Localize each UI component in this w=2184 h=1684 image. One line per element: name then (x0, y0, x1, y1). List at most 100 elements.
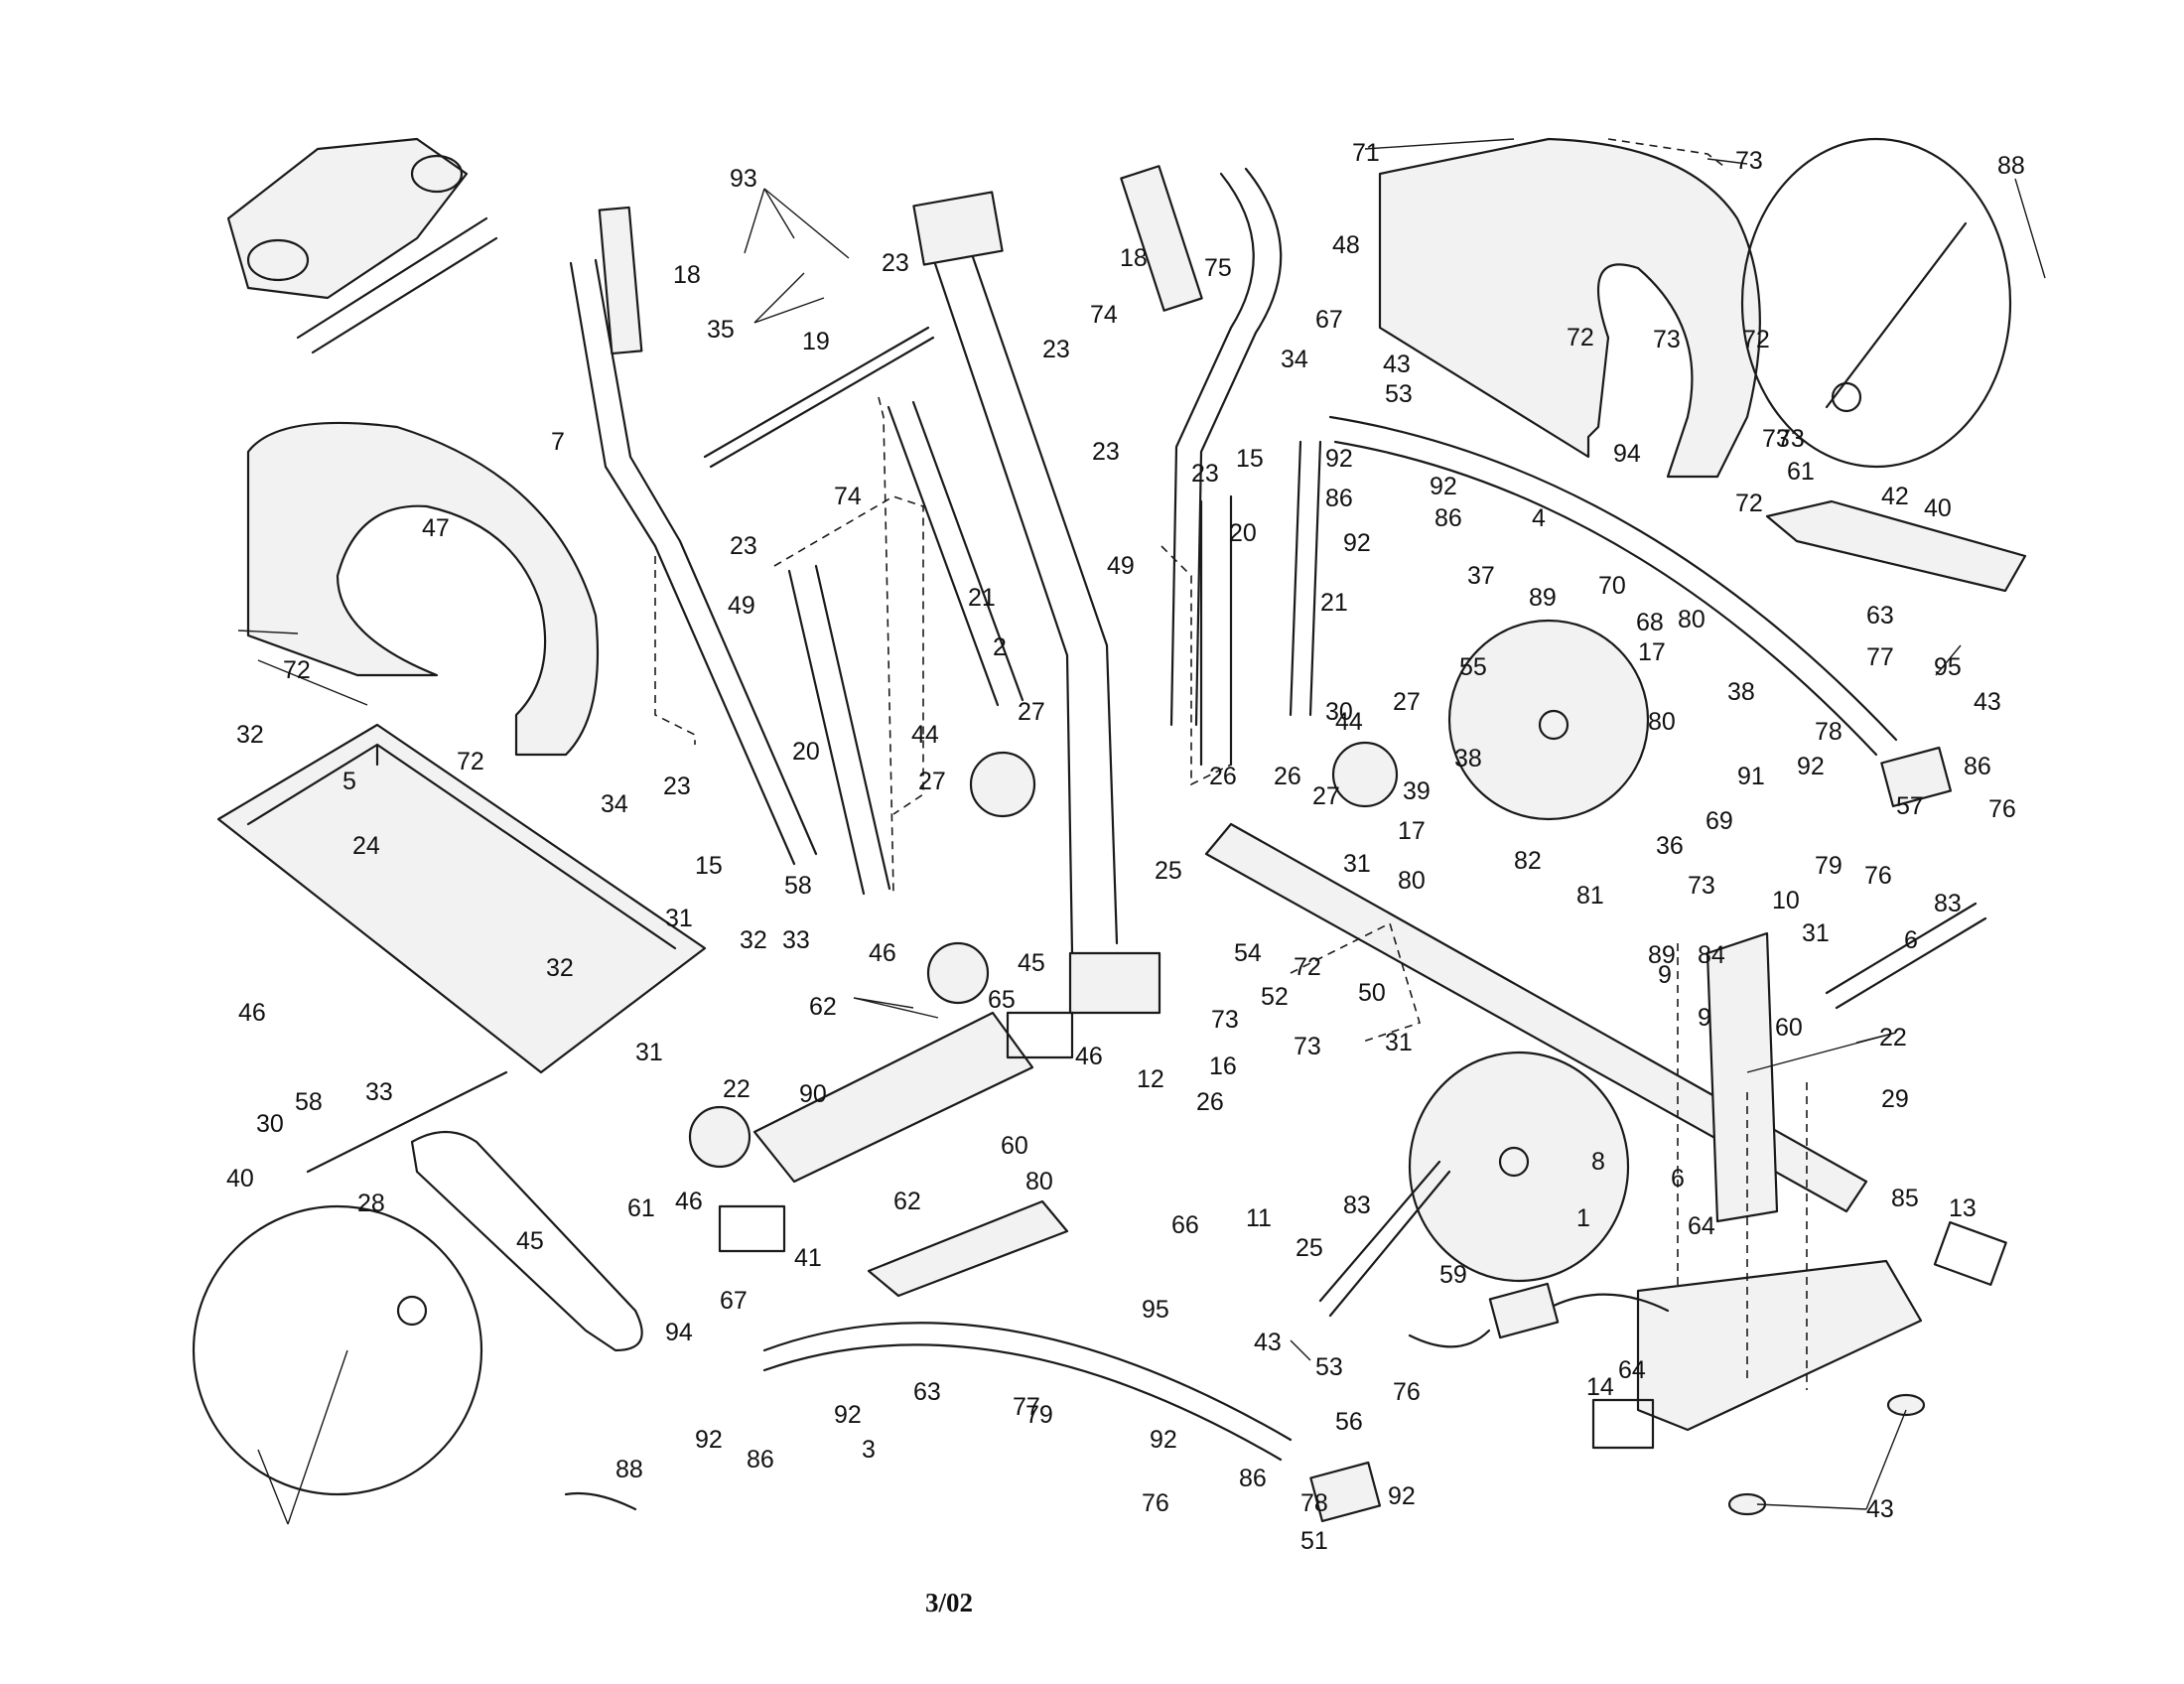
callout: 31 (1385, 1029, 1413, 1056)
callout: 73 (1688, 872, 1715, 900)
callout: 51 (1300, 1527, 1328, 1555)
callout: 76 (1393, 1378, 1421, 1406)
rear-upright (1706, 931, 1779, 1223)
crank-part-6-lower (1318, 1160, 1451, 1318)
pulley-hub (1498, 1146, 1530, 1178)
callout: 34 (1281, 346, 1308, 373)
leader (287, 1349, 348, 1525)
callout: 92 (1388, 1482, 1416, 1510)
callout: 18 (1120, 244, 1148, 272)
callout: 93 (730, 165, 757, 193)
leader (763, 188, 850, 259)
callout: 53 (1385, 380, 1413, 408)
front-stabilizer-part-90 (752, 1011, 1034, 1184)
main-frame-part-1 (1204, 822, 1868, 1213)
flywheel-part-37 (1447, 619, 1650, 821)
callout: 62 (893, 1188, 921, 1215)
end-assembly-57 (1880, 746, 1953, 808)
callout: 70 (1598, 572, 1626, 600)
callout: 68 (1636, 609, 1664, 636)
left-shield-hub (396, 1295, 428, 1327)
callout: 28 (357, 1190, 385, 1217)
right-shroud-part-48 (1378, 137, 1761, 479)
leader (753, 272, 805, 324)
callout: 40 (226, 1165, 254, 1193)
callout: 52 (1261, 983, 1289, 1011)
callout: 30 (256, 1110, 284, 1138)
wire-51 (564, 1491, 637, 1511)
main-post-part-2 (921, 226, 1119, 955)
callout: 67 (720, 1287, 748, 1315)
callout: 50 (1358, 979, 1386, 1007)
callout: 80 (1648, 708, 1676, 736)
callout: 76 (1988, 795, 2016, 823)
callout: 81 (1576, 882, 1604, 910)
leader (853, 997, 939, 1019)
wheel-45-upper (926, 941, 990, 1005)
callout: 15 (695, 852, 723, 880)
callout: 85 (1891, 1185, 1919, 1212)
end-assembly-56 (1309, 1461, 1382, 1523)
callout: 78 (1815, 718, 1843, 746)
assembly-line-73 (1607, 138, 1728, 170)
callout: 27 (1312, 782, 1340, 810)
leader-lines (237, 138, 2046, 1525)
callout: 26 (1274, 763, 1301, 790)
callout: 64 (1618, 1356, 1646, 1384)
callout: 54 (1234, 939, 1262, 967)
callout: 92 (1343, 529, 1371, 557)
date-stamp: 3/02 (925, 1588, 973, 1617)
left-side-shield-part-40 (192, 1204, 483, 1496)
console-cupholder-left (246, 238, 310, 282)
axle-29 (306, 1070, 508, 1174)
callout: 9 (1658, 961, 1672, 989)
callout: 83 (1934, 890, 1962, 917)
tube-19 (703, 326, 930, 459)
callout: 95 (1142, 1296, 1169, 1324)
callout: 72 (1742, 326, 1770, 353)
callout: 94 (665, 1319, 693, 1346)
callout: 27 (918, 768, 946, 795)
callout: 53 (1315, 1353, 1343, 1381)
callout: 60 (1001, 1132, 1028, 1160)
callout: 36 (1656, 832, 1684, 860)
arm-20-left (787, 564, 891, 896)
callout: 30 (1325, 698, 1353, 726)
callout: 25 (1296, 1234, 1323, 1262)
callout: 15 (1236, 445, 1264, 473)
callout: 45 (516, 1227, 544, 1255)
callout: 25 (1155, 857, 1182, 885)
leader (1756, 1503, 1867, 1510)
front-frame-part-5 (216, 723, 707, 1074)
callout: 26 (1209, 763, 1237, 790)
callout: 3 (862, 1436, 876, 1464)
callout: 32 (236, 721, 264, 749)
console-cupholder-right (410, 154, 464, 194)
lower-pedal-arm-94 (762, 1322, 1293, 1462)
callout: 92 (1430, 473, 1457, 500)
callout: 92 (1797, 753, 1825, 780)
callout: 43 (1866, 1495, 1894, 1523)
callout: 31 (665, 905, 693, 932)
callout: 39 (1403, 777, 1431, 805)
leader (1364, 138, 1515, 150)
callout: 31 (1802, 919, 1830, 947)
callout: 23 (882, 249, 909, 277)
callout: 14 (1586, 1373, 1614, 1401)
pedal-arm-part-4 (1328, 415, 1898, 757)
callout: 66 (1171, 1211, 1199, 1239)
flywheel-hub (1538, 709, 1570, 741)
callout: 11 (1246, 1204, 1272, 1232)
callout: 31 (1343, 850, 1371, 878)
callout: 44 (911, 721, 939, 749)
grip-18-right (1120, 165, 1203, 312)
callout: 78 (1300, 1489, 1328, 1517)
callout: 33 (365, 1078, 393, 1106)
callout: 86 (747, 1446, 774, 1474)
wheel-45-lower (688, 1105, 751, 1169)
arm-21-left (887, 400, 1024, 707)
leader (1290, 1339, 1311, 1361)
callout: 18 (673, 261, 701, 289)
callout: 74 (1090, 301, 1118, 329)
